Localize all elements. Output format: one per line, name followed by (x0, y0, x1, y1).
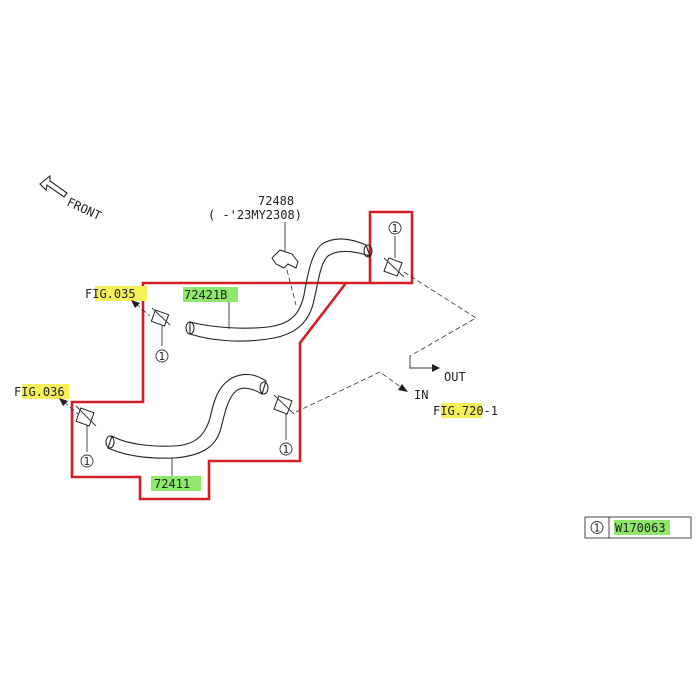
svg-text:1: 1 (84, 455, 91, 468)
svg-text:1: 1 (392, 222, 399, 235)
lower-hose-label-highlight (151, 476, 201, 491)
lower-hose-part-number: 72411 (154, 477, 190, 491)
upper-hose (185, 238, 373, 342)
bracket-applicability: ( -'23MY2308) (208, 208, 302, 222)
clamp-lower-left-icon (75, 405, 97, 427)
upper-hose-part-number: 72421B (184, 288, 227, 302)
fig-right-ref: FIG.720-1 (433, 404, 498, 418)
legend-number: 1 (594, 522, 601, 535)
out-arrow-icon (432, 364, 440, 372)
callout-lower-right (279, 442, 293, 456)
clamp-lower-right-icon (273, 394, 295, 415)
svg-text:1: 1 (283, 443, 290, 456)
lower-hose (105, 373, 269, 459)
legend-box: 1 W170063 (584, 516, 692, 539)
fig-lower-highlight (22, 384, 69, 399)
callout-upper-left (155, 349, 169, 363)
fig-upper-ref: FIG.035 (85, 287, 136, 301)
fig-upper-arrow-icon (131, 300, 140, 308)
highlight-outline (70, 210, 414, 501)
fig-lower-ref: FIG.036 (14, 385, 65, 399)
bracket-part-number: 72488 (258, 194, 294, 208)
fig-lower-arrow-icon (59, 398, 68, 406)
front-label: FRONT (65, 195, 104, 223)
fig-upper-highlight (95, 286, 147, 301)
svg-text:1: 1 (159, 350, 166, 363)
fig-right-highlight (441, 403, 482, 418)
bracket-icon (271, 249, 299, 269)
clamp-upper-right-icon (383, 257, 405, 278)
in-arrow-icon (398, 384, 408, 392)
front-arrow-icon (39, 174, 68, 198)
callout-lower-left (80, 454, 94, 468)
callout-upper-right (388, 221, 402, 235)
out-label: OUT (444, 370, 466, 384)
legend-code: W170063 (615, 521, 666, 535)
legend-code-highlight (614, 520, 670, 535)
upper-hose-label-highlight (183, 287, 238, 302)
clamp-upper-left-icon (150, 307, 171, 327)
in-label: IN (414, 388, 428, 402)
